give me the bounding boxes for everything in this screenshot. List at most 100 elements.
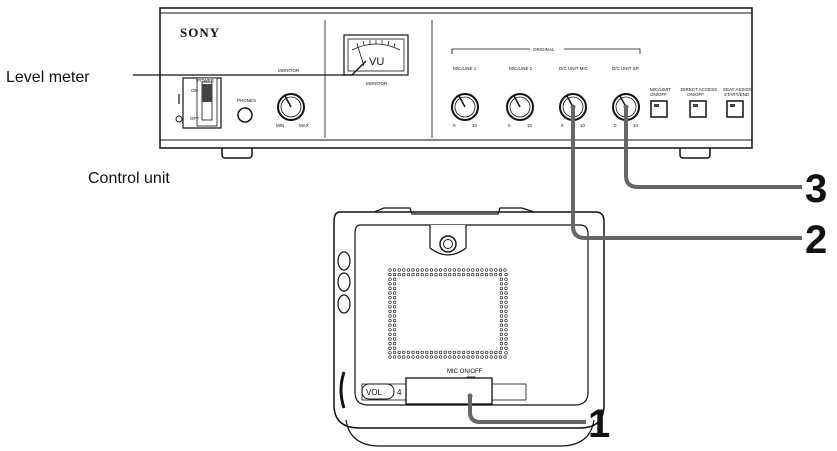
grille-hole <box>471 273 475 277</box>
grille-hole <box>393 314 397 318</box>
grille-hole <box>425 268 429 272</box>
grille-hole <box>393 328 397 332</box>
grille-hole <box>434 268 438 272</box>
grille-hole <box>504 300 508 304</box>
grille-hole <box>499 319 504 323</box>
mic-on-off-label: MIC ON/OFF <box>447 369 483 375</box>
grille-hole <box>504 273 508 277</box>
grille-hole <box>498 268 503 272</box>
vol-value: 4 <box>397 388 402 397</box>
grille-hole <box>471 355 475 359</box>
grille-hole <box>406 355 411 359</box>
grille-hole <box>452 350 457 355</box>
delegate-microphone-unit: VOL 4 MIC ON/OFF <box>333 207 605 447</box>
grille-hole <box>388 296 392 300</box>
grille-hole <box>388 277 392 281</box>
grille-hole <box>471 350 475 355</box>
grille-hole <box>388 282 392 286</box>
channel-knob-mic-line-1[interactable]: MIC/LINE 1 0 10 <box>451 66 479 128</box>
side-button[interactable] <box>337 272 351 292</box>
grille-hole <box>388 305 392 309</box>
svg-text:10: 10 <box>527 123 533 128</box>
grille-hole <box>475 350 480 355</box>
original-label: ORIGINAL <box>533 47 555 52</box>
grille-hole <box>402 273 406 277</box>
vu-label: VU <box>369 56 384 68</box>
grille-hole <box>448 355 452 359</box>
grille-hole <box>411 355 415 359</box>
grille-hole <box>388 268 392 272</box>
monitor-knob[interactable] <box>277 93 305 121</box>
grille-hole <box>452 355 457 359</box>
vol-label: VOL <box>366 388 383 397</box>
meter-caption: MONITOR <box>366 81 388 86</box>
grille-hole <box>402 355 406 359</box>
grille-hole <box>499 309 504 314</box>
phones-label: PHONES <box>237 98 256 103</box>
grille-hole <box>388 355 392 359</box>
grille-hole <box>475 268 480 272</box>
grille-hole <box>434 273 438 277</box>
grille-hole <box>425 355 429 359</box>
grille-hole <box>388 314 392 318</box>
grille-hole <box>485 268 489 272</box>
grille-hole <box>393 342 397 346</box>
direct-access-button[interactable]: DIRECT ACCESS ON/OFF <box>681 87 717 118</box>
seat-assign-button[interactable]: SEAT ASSIGN START/END <box>723 87 752 118</box>
grille-hole <box>499 291 504 295</box>
grille-hole <box>443 355 447 359</box>
grille-hole <box>457 350 461 355</box>
grille-hole <box>462 355 466 359</box>
grille-hole <box>443 268 447 272</box>
side-button[interactable] <box>337 251 351 271</box>
power-switch[interactable]: POWER ON OFF <box>182 77 222 129</box>
grille-hole <box>462 268 466 272</box>
grille-hole <box>499 300 504 304</box>
grille-hole <box>388 300 392 304</box>
grille-hole <box>499 305 504 309</box>
svg-text:10: 10 <box>472 123 478 128</box>
svg-text:ON/OFF: ON/OFF <box>687 92 704 97</box>
grille-hole <box>498 355 503 359</box>
mic-on-off-button[interactable] <box>405 377 493 405</box>
callout-number-1: 1 <box>588 402 610 446</box>
grille-hole <box>393 332 397 337</box>
monitor-label: MONITOR <box>278 68 300 73</box>
callout-leaders <box>133 60 802 424</box>
svg-text:10: 10 <box>633 123 639 128</box>
channel-knob-mic-line-2[interactable]: MIC/LINE 2 0 10 <box>506 66 534 128</box>
mic-limit-button[interactable]: MIC/LIMIT ON/OFF <box>650 87 671 118</box>
grille-hole <box>402 350 406 355</box>
channel-label: D/C UNIT SP <box>612 66 639 71</box>
phones-jack[interactable]: PHONES <box>237 98 256 123</box>
side-button[interactable] <box>337 294 351 314</box>
grille-hole <box>393 291 397 295</box>
grille-hole <box>499 282 504 286</box>
grille-hole <box>393 300 397 304</box>
grille-hole <box>429 273 434 277</box>
grille-hole <box>388 342 392 346</box>
grille-hole <box>466 355 470 359</box>
grille-hole <box>393 305 397 309</box>
svg-text:0: 0 <box>508 123 511 128</box>
grille-hole <box>499 296 504 300</box>
grille-hole <box>466 268 470 272</box>
power-label: POWER <box>197 78 215 83</box>
grille-hole <box>448 350 452 355</box>
grille-hole <box>494 273 498 277</box>
grille-hole <box>393 273 397 277</box>
grille-hole <box>439 350 443 355</box>
grille-hole <box>388 346 392 350</box>
speaker-grille <box>388 268 508 359</box>
grille-hole <box>425 350 429 355</box>
grille-hole <box>489 355 493 359</box>
grille-hole <box>393 277 397 281</box>
grille-hole <box>494 355 498 359</box>
grille-hole <box>443 273 447 277</box>
grille-hole <box>388 319 392 323</box>
grille-hole <box>397 268 401 272</box>
svg-text:0: 0 <box>614 123 617 128</box>
grille-hole <box>388 351 392 355</box>
svg-text:START/END: START/END <box>724 92 750 97</box>
